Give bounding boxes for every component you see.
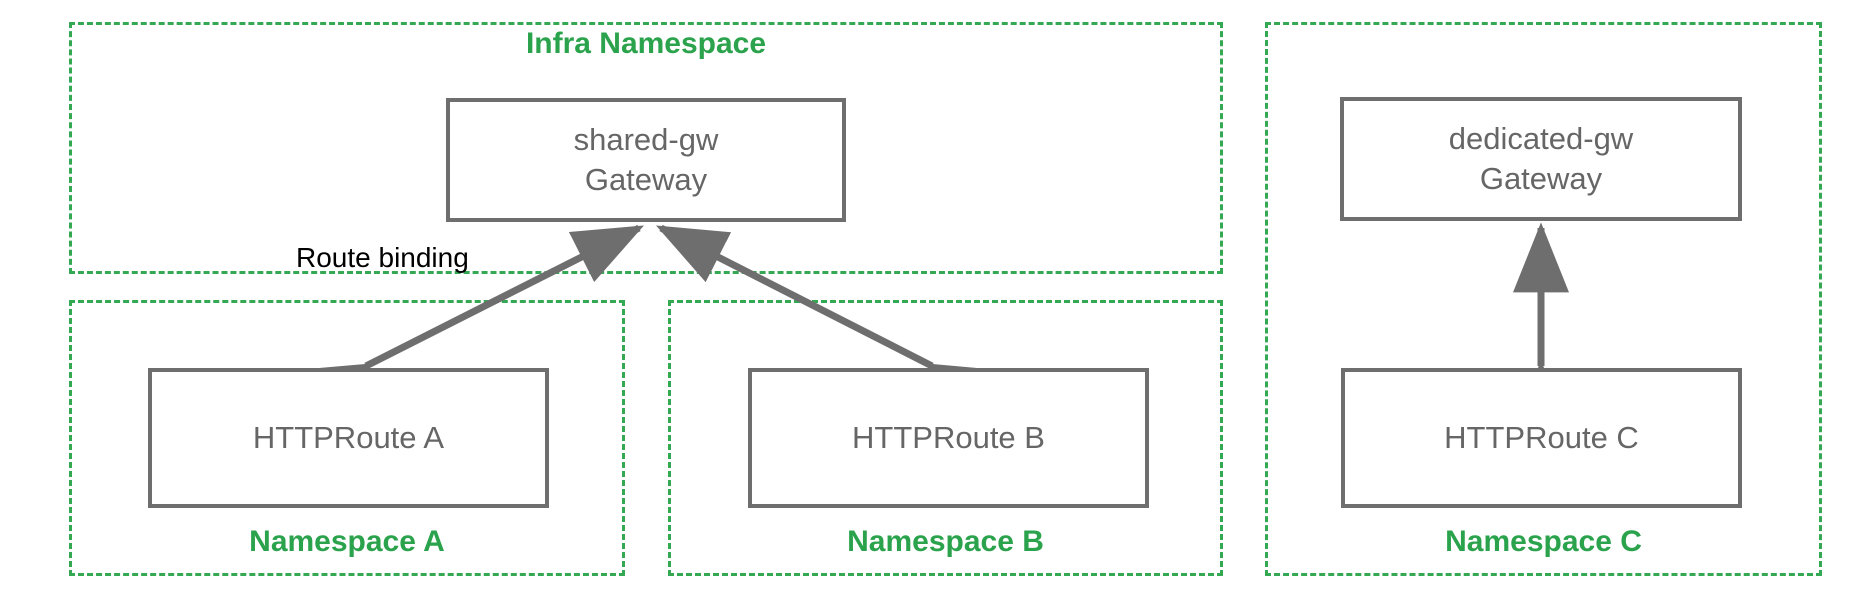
node-shared-gw[interactable]: shared-gw Gateway	[446, 98, 846, 222]
node-httproute-c[interactable]: HTTPRoute C	[1341, 368, 1742, 508]
node-dedicated-gw[interactable]: dedicated-gw Gateway	[1340, 97, 1742, 221]
namespace-label-a: Namespace A	[249, 525, 445, 558]
node-httproute-a-label: HTTPRoute A	[252, 420, 445, 456]
namespace-label-b: Namespace B	[847, 525, 1044, 558]
node-httproute-c-label: HTTPRoute C	[1444, 420, 1639, 456]
node-shared-gw-line1: shared-gw	[573, 122, 719, 158]
namespace-box-infra	[69, 22, 1223, 274]
node-dedicated-gw-line1: dedicated-gw	[1448, 121, 1634, 157]
namespace-label-c: Namespace C	[1445, 525, 1642, 558]
node-httproute-b-label: HTTPRoute B	[852, 420, 1045, 456]
node-httproute-a[interactable]: HTTPRoute A	[148, 368, 549, 508]
edge-label-route-binding: Route binding	[296, 242, 469, 273]
node-shared-gw-line2: Gateway	[584, 162, 708, 197]
node-httproute-b[interactable]: HTTPRoute B	[748, 368, 1149, 508]
namespace-label-infra: Infra Namespace	[525, 27, 767, 60]
namespace-box-c	[1265, 22, 1822, 576]
node-dedicated-gw-line2: Gateway	[1479, 161, 1603, 196]
